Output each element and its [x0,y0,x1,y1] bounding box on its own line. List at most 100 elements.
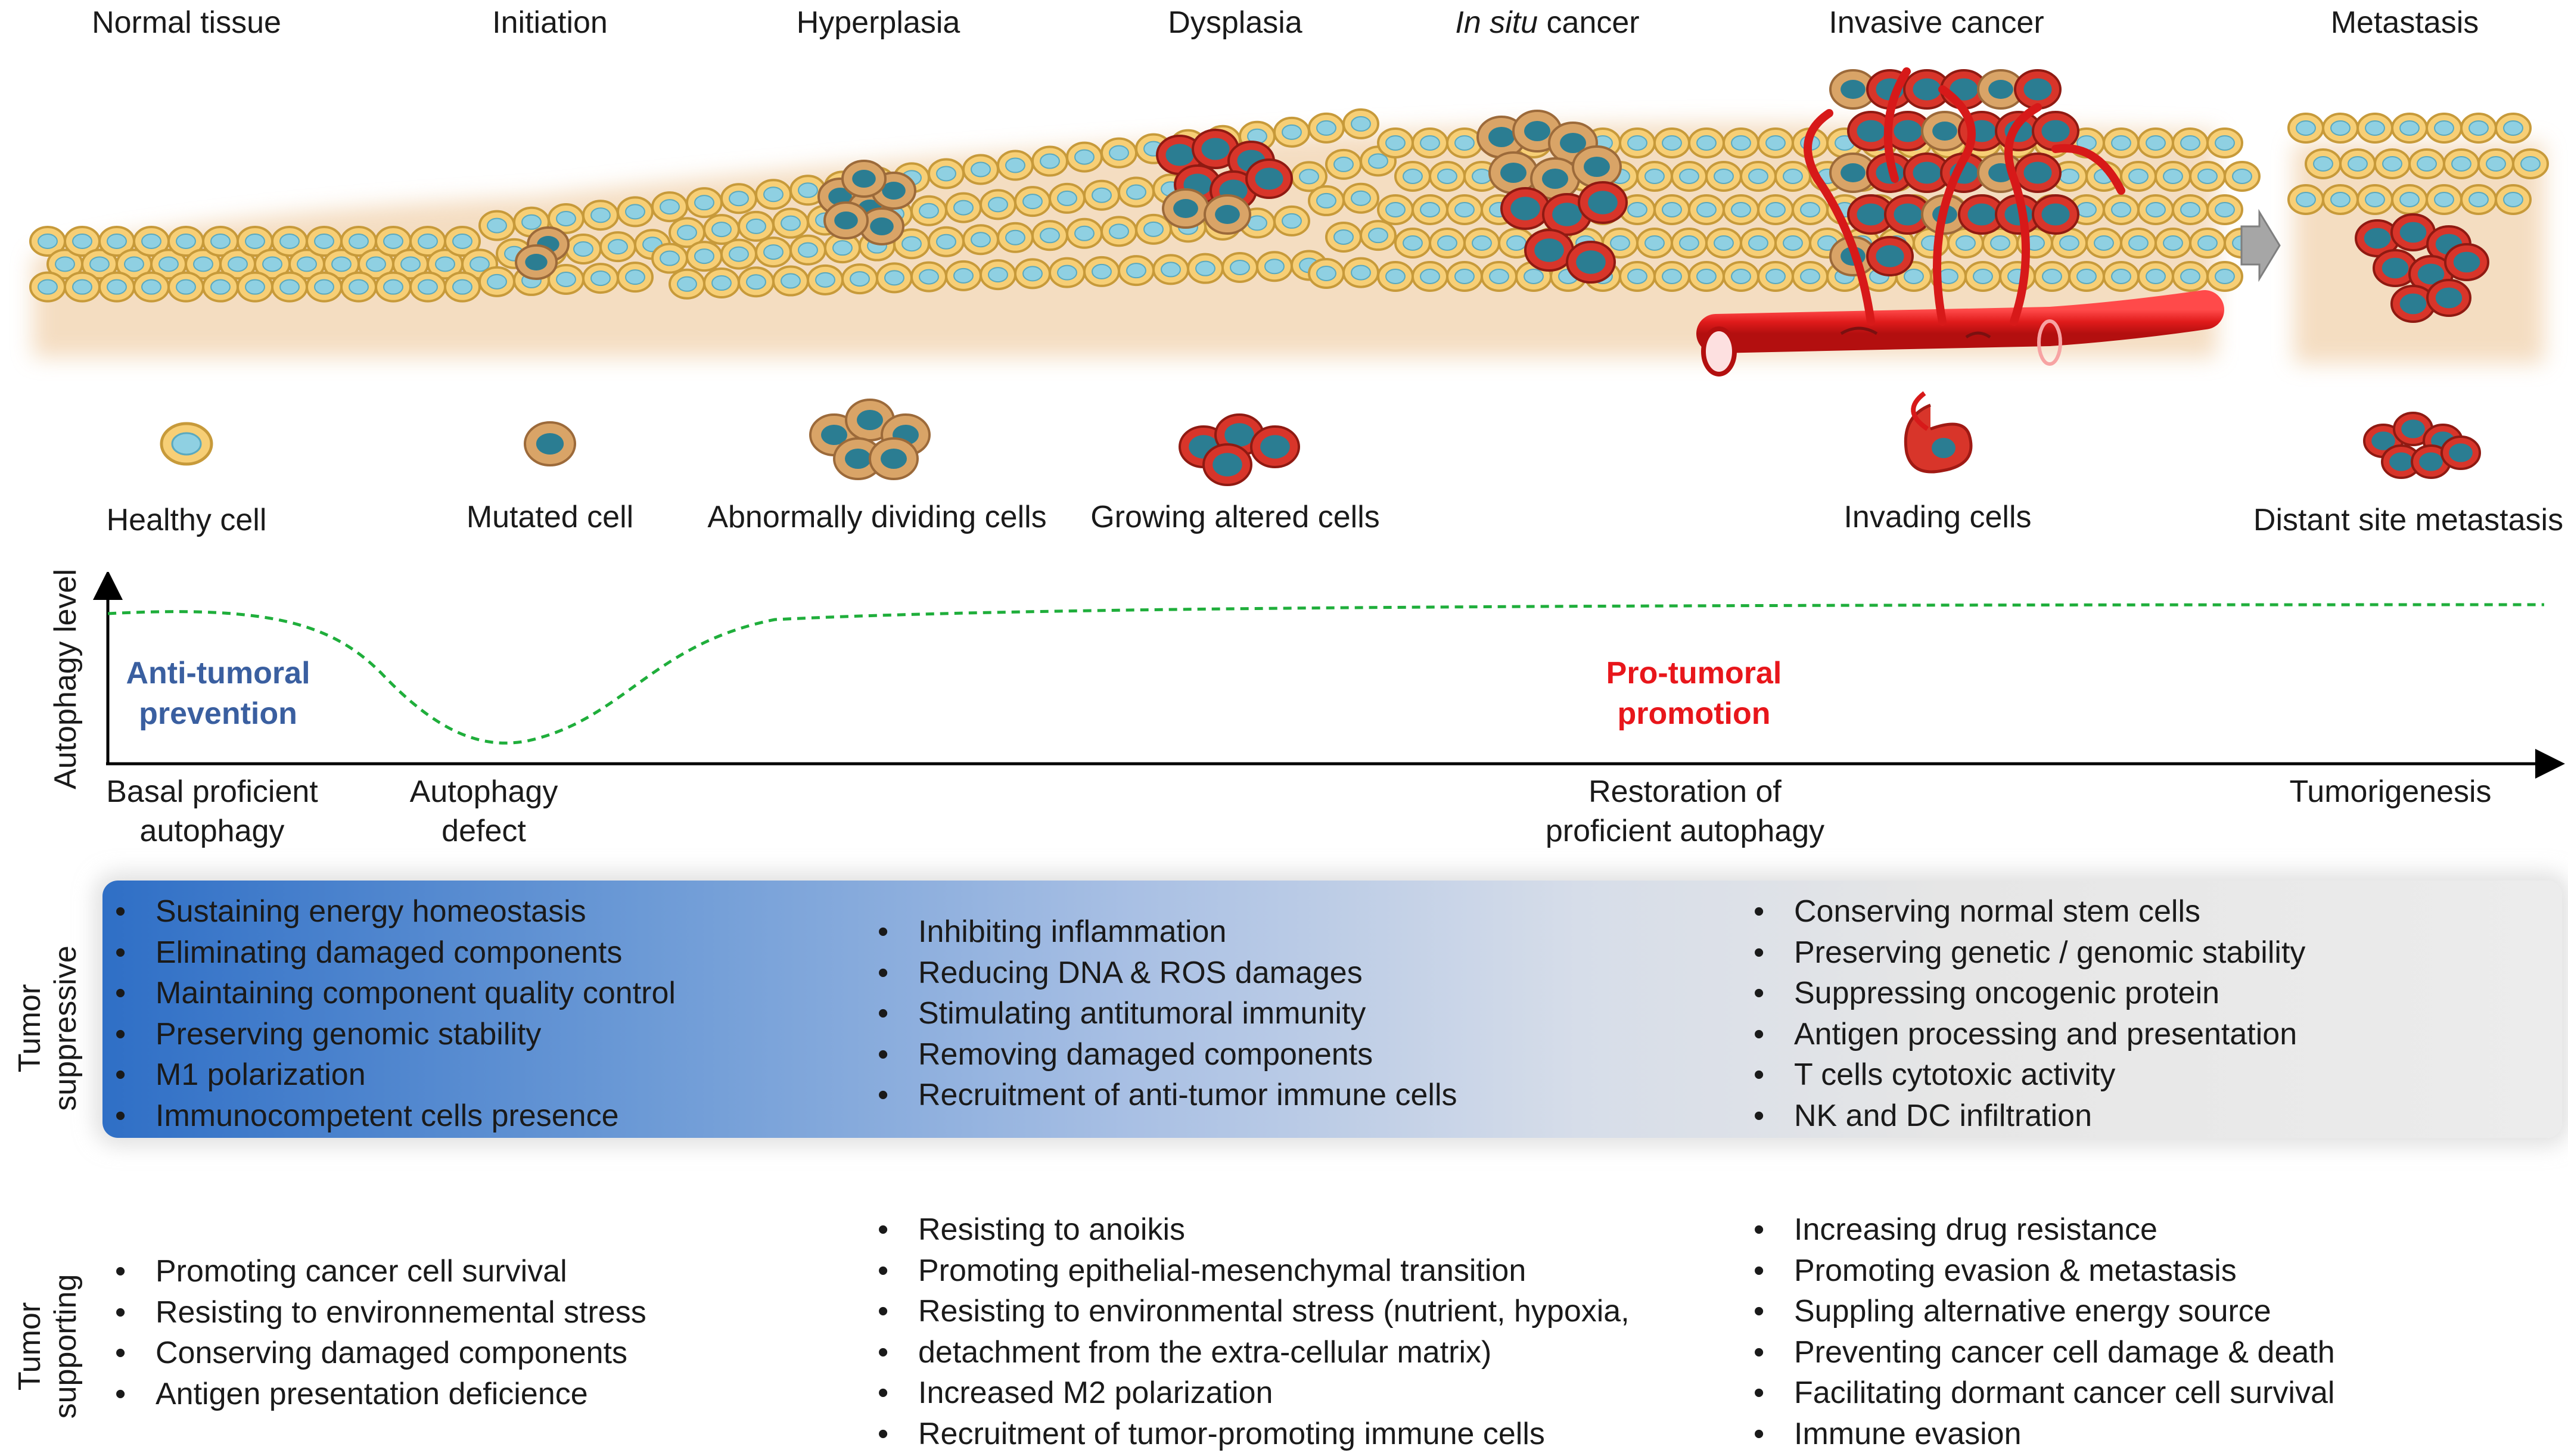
stage-title-hyperplasia: Hyperplasia [796,5,960,40]
healthy-cell [1273,116,1310,148]
legend-abnormal-cell [869,437,919,480]
healthy-cell [2172,127,2209,158]
stage-title-insitu-rest: cancer [1538,5,1640,40]
healthy-cell [738,210,775,242]
metastasis-healthy-cell [2495,184,2532,215]
bullet-item: Promoting epithelial-mesenchymal transit… [878,1250,1630,1292]
insitu-tumor-cell [1524,229,1574,272]
legend-mutated-cell [524,421,576,466]
cell-label-growing: Growing altered cells [1090,500,1380,534]
healthy-cell [910,261,947,293]
supporting-col1: Promoting cancer cell survivalResisting … [115,1251,646,1414]
healthy-cell [1619,127,1656,158]
healthy-cell [703,267,740,299]
stage-title-insitu-italic: In situ [1455,5,1538,40]
healthy-cell [1705,228,1742,259]
healthy-cell [876,262,913,294]
healthy-cell [1308,257,1345,289]
healthy-cell [928,158,965,189]
healthy-cell [1342,108,1379,139]
metastasis-base [2294,143,2544,363]
legend-metastasis-cell [2440,435,2481,470]
healthy-cell [306,271,343,303]
healthy-cell [1014,186,1051,217]
bullet-item: Recruitment of tumor-promoting immune ce… [878,1414,1630,1455]
metastasis-healthy-cell [2356,184,2393,215]
invasive-tumor-cell [1921,111,1969,151]
legend-growing-cell [1202,443,1252,486]
healthy-cell [202,226,239,257]
stage-title-normal: Normal tissue [92,5,281,40]
tumor-supporting-label: Tumor supporting [12,1263,83,1430]
healthy-cell [1429,228,1466,259]
healthy-cell [686,187,723,219]
healthy-cell [1757,127,1794,158]
pro-tumoral-label: Pro-tumoral promotion [1606,653,1782,734]
pro-tumoral-line2: promotion [1617,696,1771,731]
healthy-cell [1014,258,1051,290]
cell-label-healthy: Healthy cell [106,503,267,537]
bullet-item: Sustaining energy homeostasis [115,891,676,932]
healthy-cell [1360,220,1397,251]
stage-title-insitu: In situ cancer [1455,5,1639,41]
metastasis-tumor-cell [2390,285,2436,323]
dysplastic-cell [1245,158,1293,199]
healthy-cell [1481,261,1518,292]
point-defect-line1: Autophagy [409,774,558,809]
healthy-cell [945,260,982,291]
bullet-item: T cells cytotoxic activity [1754,1054,2305,1096]
metastasis-healthy-cell [2322,184,2359,215]
healthy-cell [2103,261,2140,292]
healthy-cell [1619,261,1656,292]
pro-tumoral-line1: Pro-tumoral [1606,656,1782,690]
healthy-cell [1325,221,1362,253]
bullet-item: Recruitment of anti-tumor immune cells [878,1075,1457,1116]
healthy-cell [910,195,947,226]
invasive-tumor-cell [2032,194,2079,235]
legend-metastasis-cell [2381,444,2421,479]
healthy-cell [720,183,757,214]
healthy-cell [2206,261,2243,292]
insitu-tumor-cell [1566,241,1616,284]
healthy-cell [185,248,222,280]
point-defect-line2: defect [442,814,526,848]
healthy-cell [1325,148,1362,180]
healthy-cell [1792,261,1829,292]
healthy-cell [789,175,826,206]
healthy-cell [962,154,999,185]
healthy-cell [1688,127,1725,158]
stage-title-invasive: Invasive cancer [1829,5,2044,40]
healthy-cell [928,226,965,257]
autophagy-graph [93,572,2565,779]
invasive-tumor-cell [2014,153,2062,193]
healthy-cell [1342,182,1379,214]
metastasis-healthy-cell [2512,148,2549,179]
healthy-cell [409,271,446,303]
invasive-tumor-cell [2014,69,2062,110]
metastasis-healthy-cell [2460,113,2497,144]
healthy-cell [617,262,654,293]
healthy-cell [1653,261,1690,292]
healthy-cell [2189,161,2226,192]
healthy-cell [1152,254,1189,285]
suppressive-col1: Sustaining energy homeostasisEliminating… [115,891,676,1136]
healthy-cell [582,200,619,231]
healthy-cell [1429,161,1466,192]
bullet-item: Removing damaged components [878,1034,1457,1075]
healthy-cell [133,271,170,303]
abnormal-cell [871,172,916,210]
healthy-cell [2224,161,2261,192]
healthy-cell [617,196,654,228]
healthy-cell [1446,261,1483,292]
bullet-item: Preserving genetic / genomic stability [1754,932,2305,973]
metastasis-healthy-cell [2287,184,2324,215]
healthy-cell [357,248,394,280]
healthy-cell [2137,261,2174,292]
healthy-cell [1049,182,1086,214]
metastasis-arrow [2240,209,2281,282]
healthy-cell [651,242,688,274]
healthy-cell [1705,161,1742,192]
healthy-cell [1342,257,1379,288]
healthy-cell [772,265,809,297]
dysplastic-cell [1162,188,1210,229]
